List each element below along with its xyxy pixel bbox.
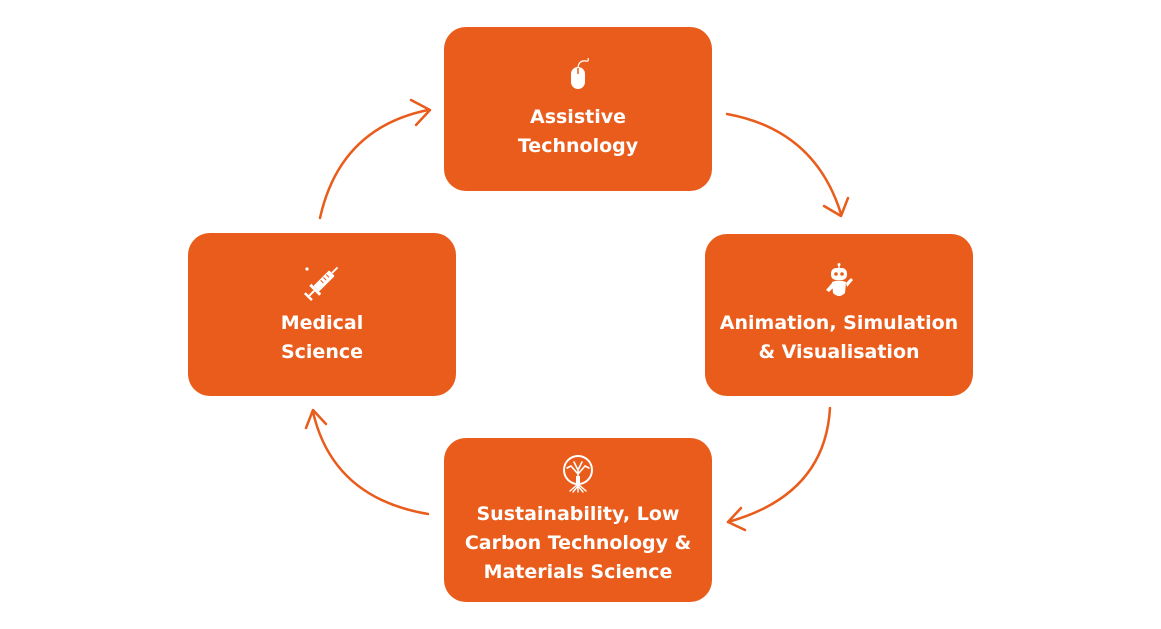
node-medical-science: Medical Science — [188, 233, 456, 396]
arrow-bottom-to-left — [311, 410, 430, 516]
robot-icon — [826, 263, 853, 296]
node-label: Medical Science — [280, 311, 364, 363]
node-label: Sustainability, Low Carbon Technology & … — [464, 502, 692, 583]
node-sustainability-low-carbon-materials: Sustainability, Low Carbon Technology & … — [444, 438, 712, 602]
arrow-left-to-top — [318, 108, 430, 220]
arrowhead-left-to-top — [409, 98, 432, 127]
node-animation-simulation-visualisation: Animation, Simulation & Visualisation — [705, 234, 973, 396]
arrowhead-bottom-to-left — [304, 408, 328, 430]
tree-icon — [563, 454, 593, 493]
arrow-top-to-right — [725, 112, 843, 216]
syringe-icon — [303, 266, 339, 301]
node-assistive-technology: Assistive Technology — [444, 27, 712, 191]
arrowhead-right-to-bottom — [726, 506, 747, 532]
node-label: Assistive Technology — [517, 106, 639, 157]
mouse-icon — [571, 57, 589, 89]
node-label: Animation, Simulation & Visualisation — [719, 312, 959, 363]
arrow-right-to-bottom — [726, 406, 832, 524]
arrowhead-top-to-right — [822, 196, 850, 218]
